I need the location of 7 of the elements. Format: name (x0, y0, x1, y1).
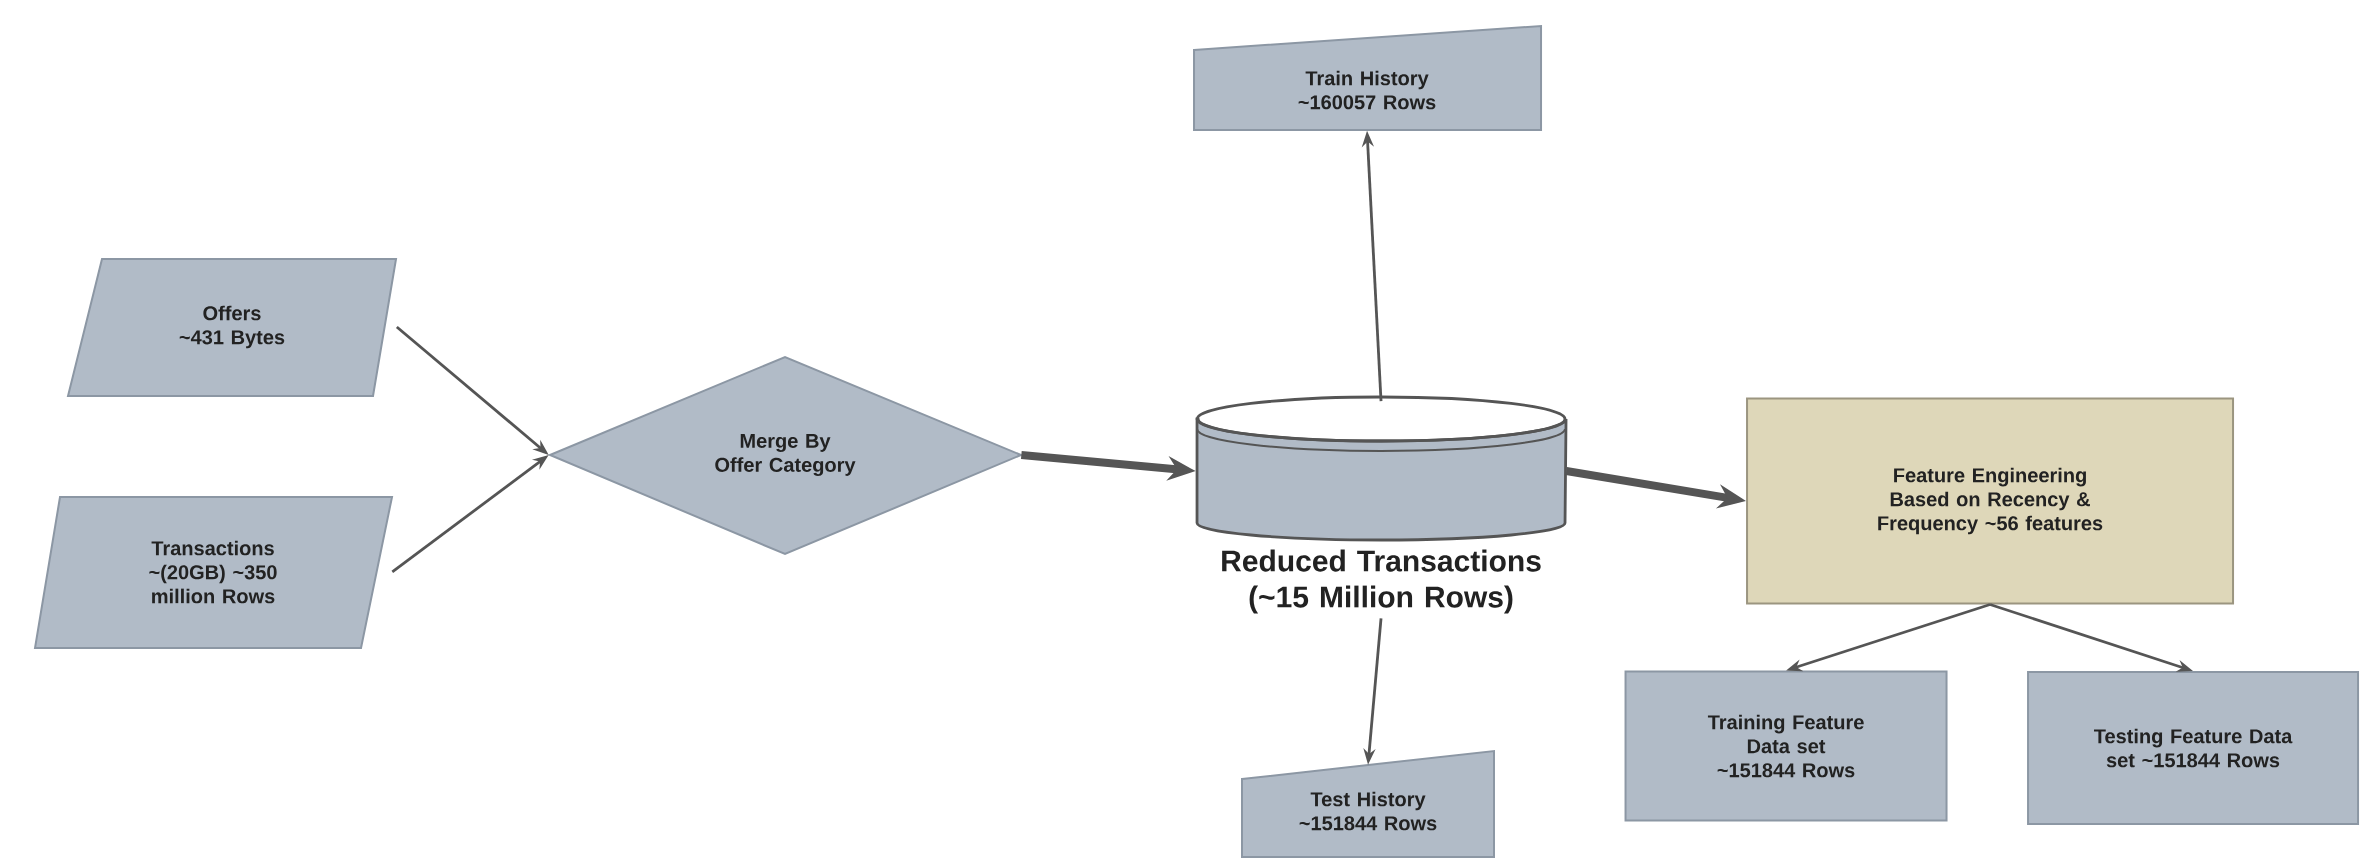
output-box: Train History ~160057 Rows (1193, 24, 1543, 131)
output-box: Test History ~151844 Rows (1241, 749, 1496, 858)
process-box: Feature Engineering Based on Recency & Frequency ~56 features (1746, 397, 2235, 605)
node-label: Reduced Transactions (~15 Million Rows) (1222, 549, 1541, 614)
output-box: Training Feature Data set ~151844 Rows (1624, 670, 1948, 822)
database-cylinder: Reduced Transactions (~15 Million Rows) (1195, 395, 1568, 614)
output-box: Testing Feature Data set ~151844 Rows (2027, 671, 2360, 825)
